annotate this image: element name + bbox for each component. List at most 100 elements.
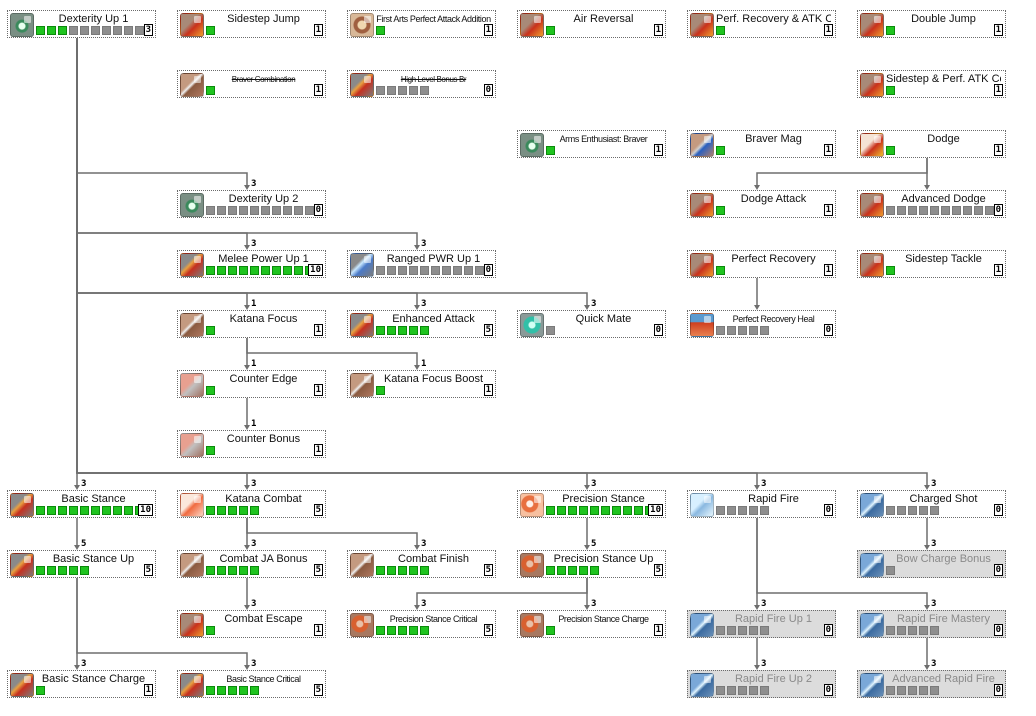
- required-level-label: 3: [81, 659, 86, 669]
- counter-icon: [180, 433, 204, 457]
- level-pip: [727, 326, 736, 335]
- level-pip: [919, 686, 928, 695]
- level-pip: [930, 686, 939, 695]
- skill-level-bar: [716, 686, 769, 695]
- skill-name: Advanced Dodge: [901, 193, 986, 205]
- skill-node-perfrec_atk[interactable]: Perf. Recovery & ATK Combo1: [687, 10, 836, 38]
- level-pip: [579, 506, 588, 515]
- skill-level-value: 0: [313, 204, 323, 216]
- level-pip: [601, 506, 610, 515]
- arrow-head-icon: [924, 185, 930, 190]
- skill-name: Basic Stance Up: [52, 553, 135, 565]
- skill-level-value: 1: [313, 24, 323, 36]
- skill-level-value: 1: [653, 624, 663, 636]
- skill-level-value: 5: [313, 684, 323, 696]
- required-level-label: 3: [251, 659, 256, 669]
- required-level-label: 3: [931, 539, 936, 549]
- skill-level-value: 1: [993, 84, 1003, 96]
- level-pip: [102, 506, 111, 515]
- level-pip: [36, 566, 45, 575]
- skill-level-value: 0: [823, 684, 833, 696]
- level-pip: [102, 26, 111, 35]
- skill-level-bar: [886, 506, 939, 515]
- skill-level-bar: [206, 686, 259, 695]
- level-pip: [294, 266, 303, 275]
- skill-level-value: 0: [993, 564, 1003, 576]
- arrow-head-icon: [754, 485, 760, 490]
- level-pip: [217, 506, 226, 515]
- level-pip: [58, 506, 67, 515]
- arrow-head-icon: [244, 305, 250, 310]
- level-pip: [376, 566, 385, 575]
- bow-icon: [690, 673, 714, 697]
- skill-level-bar: [716, 266, 725, 275]
- skill-level-bar: [206, 626, 215, 635]
- skill-level-bar: [376, 326, 429, 335]
- level-pip: [228, 506, 237, 515]
- level-pip: [398, 326, 407, 335]
- skill-name: Perf. Recovery & ATK Combo: [716, 13, 831, 25]
- boot-light-icon: [860, 133, 884, 157]
- level-pip: [239, 266, 248, 275]
- bow-icon: [860, 553, 884, 577]
- skill-level-value: 10: [138, 504, 153, 516]
- katana-icon: [180, 73, 204, 97]
- level-pip: [113, 26, 122, 35]
- skill-node-sidestep_atk[interactable]: Sidestep & Perf. ATK Combo1: [857, 70, 1006, 98]
- level-pip: [69, 26, 78, 35]
- arts-icon: [350, 13, 374, 37]
- level-pip: [716, 206, 725, 215]
- arrow-head-icon: [584, 545, 590, 550]
- arrow-head-icon: [754, 305, 760, 310]
- level-pip: [886, 146, 895, 155]
- required-level-label: 3: [251, 539, 256, 549]
- level-pip: [716, 686, 725, 695]
- skill-level-bar: [376, 386, 385, 395]
- required-level-label: 3: [591, 599, 596, 609]
- level-pip: [272, 266, 281, 275]
